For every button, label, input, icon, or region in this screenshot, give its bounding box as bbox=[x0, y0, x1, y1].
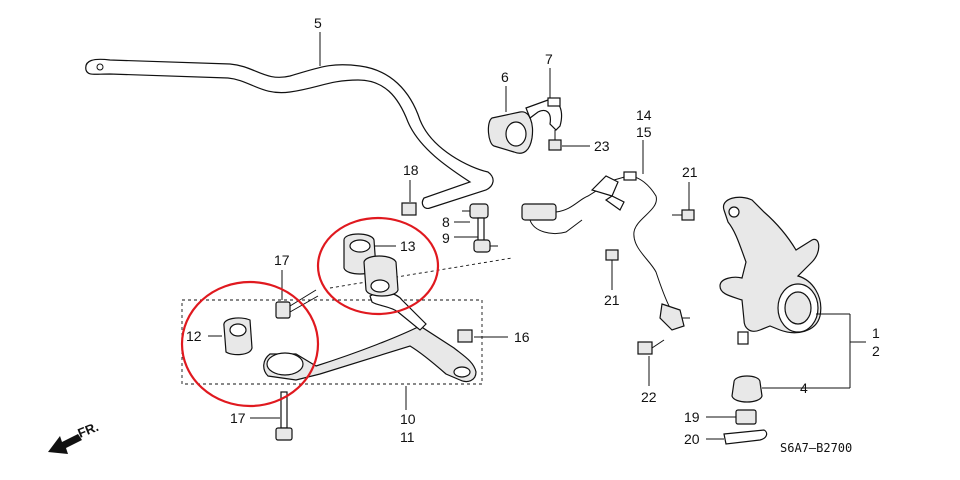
label-20: 20 bbox=[684, 431, 700, 447]
stabilizer-bar bbox=[85, 58, 494, 209]
label-14: 14 bbox=[636, 107, 652, 123]
label-2: 2 bbox=[872, 343, 880, 359]
bolt-22 bbox=[637, 339, 665, 355]
label-19: 19 bbox=[684, 409, 700, 425]
lower-arm bbox=[263, 291, 477, 383]
ball-joint-boot bbox=[731, 375, 763, 403]
reference-code: S6A7–B2700 bbox=[780, 441, 852, 455]
label-6: 6 bbox=[501, 69, 509, 85]
label-12: 12 bbox=[186, 328, 202, 344]
label-4: 4 bbox=[800, 380, 808, 396]
label-7: 7 bbox=[545, 51, 553, 67]
stabilizer-link bbox=[462, 203, 498, 253]
compliance-bushing bbox=[223, 317, 253, 356]
label-21-lower: 21 bbox=[604, 292, 620, 308]
label-13: 13 bbox=[400, 238, 416, 254]
label-15: 15 bbox=[636, 124, 652, 140]
label-8: 8 bbox=[442, 214, 450, 230]
abs-sensor-harness bbox=[521, 171, 690, 331]
label-11: 11 bbox=[400, 429, 415, 445]
front-bushing bbox=[343, 233, 399, 297]
castle-nut bbox=[735, 409, 757, 425]
bolt-21-upper bbox=[672, 209, 695, 221]
nut-16 bbox=[457, 329, 473, 343]
bolt-17-upper bbox=[275, 289, 319, 319]
label-9: 9 bbox=[442, 230, 450, 246]
nut-18 bbox=[401, 202, 417, 216]
label-17-lower: 17 bbox=[230, 410, 246, 426]
label-5: 5 bbox=[314, 15, 322, 31]
bolt-21-lower bbox=[605, 249, 619, 268]
label-17-upper: 17 bbox=[274, 252, 290, 268]
bolt-23 bbox=[548, 130, 562, 151]
label-18: 18 bbox=[403, 162, 419, 178]
bushing-holder bbox=[525, 97, 563, 131]
stabilizer-bushing bbox=[487, 111, 534, 154]
label-16: 16 bbox=[514, 329, 530, 345]
label-23: 23 bbox=[594, 138, 610, 154]
label-21-upper: 21 bbox=[682, 164, 698, 180]
direction-label: FR. bbox=[76, 419, 101, 441]
steering-knuckle bbox=[719, 196, 822, 345]
label-10: 10 bbox=[400, 411, 416, 427]
bolt-17-lower bbox=[275, 391, 293, 441]
lock-clip bbox=[723, 429, 768, 445]
highlight-circle-left bbox=[180, 280, 320, 408]
label-1: 1 bbox=[872, 325, 880, 341]
front-direction-arrow: FR. bbox=[48, 419, 101, 454]
highlight-circle-right bbox=[316, 216, 440, 316]
label-22: 22 bbox=[641, 389, 657, 405]
